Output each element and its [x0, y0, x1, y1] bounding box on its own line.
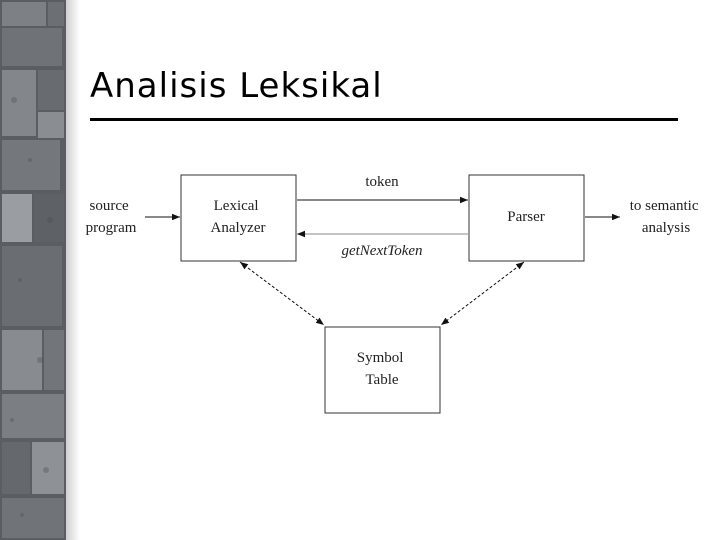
semantic-analysis-label-line-1: to semantic	[630, 198, 699, 214]
semantic-analysis-label: to semantic analysis	[630, 198, 702, 236]
symbol-table-label-line-1: Symbol	[357, 350, 404, 366]
source-label-line-1: source	[90, 198, 129, 214]
lexer-symtab-arrow	[239, 261, 325, 326]
source-label-line-2: program	[86, 220, 137, 236]
stone-wall-sidebar	[0, 0, 66, 540]
lexical-analyzer-label: Lexical Analyzer	[211, 198, 266, 236]
parser-symtab-arrow	[440, 261, 525, 326]
token-label: token	[365, 174, 399, 190]
lexical-analyzer-label-line-1: Lexical	[214, 198, 259, 214]
parser-box	[468, 174, 585, 262]
title-underline	[90, 118, 678, 121]
symbol-table-box	[324, 326, 441, 414]
stone-texture	[0, 0, 66, 540]
parser-label: Parser	[507, 209, 545, 225]
symbol-table-label-line-2: Table	[365, 372, 398, 388]
source-label: source program	[86, 198, 137, 236]
symbol-table-label: Symbol Table	[357, 350, 407, 388]
semantic-analysis-label-line-2: analysis	[642, 220, 690, 236]
lexical-analyzer-box	[180, 174, 297, 262]
lexical-analyzer-label-line-2: Analyzer	[211, 220, 266, 236]
slide-title: Analisis Leksikal	[90, 66, 383, 106]
parser-label-line-1: Parser	[507, 209, 545, 225]
get-next-token-label: getNextToken	[341, 243, 422, 259]
sidebar-shadow	[66, 0, 80, 540]
